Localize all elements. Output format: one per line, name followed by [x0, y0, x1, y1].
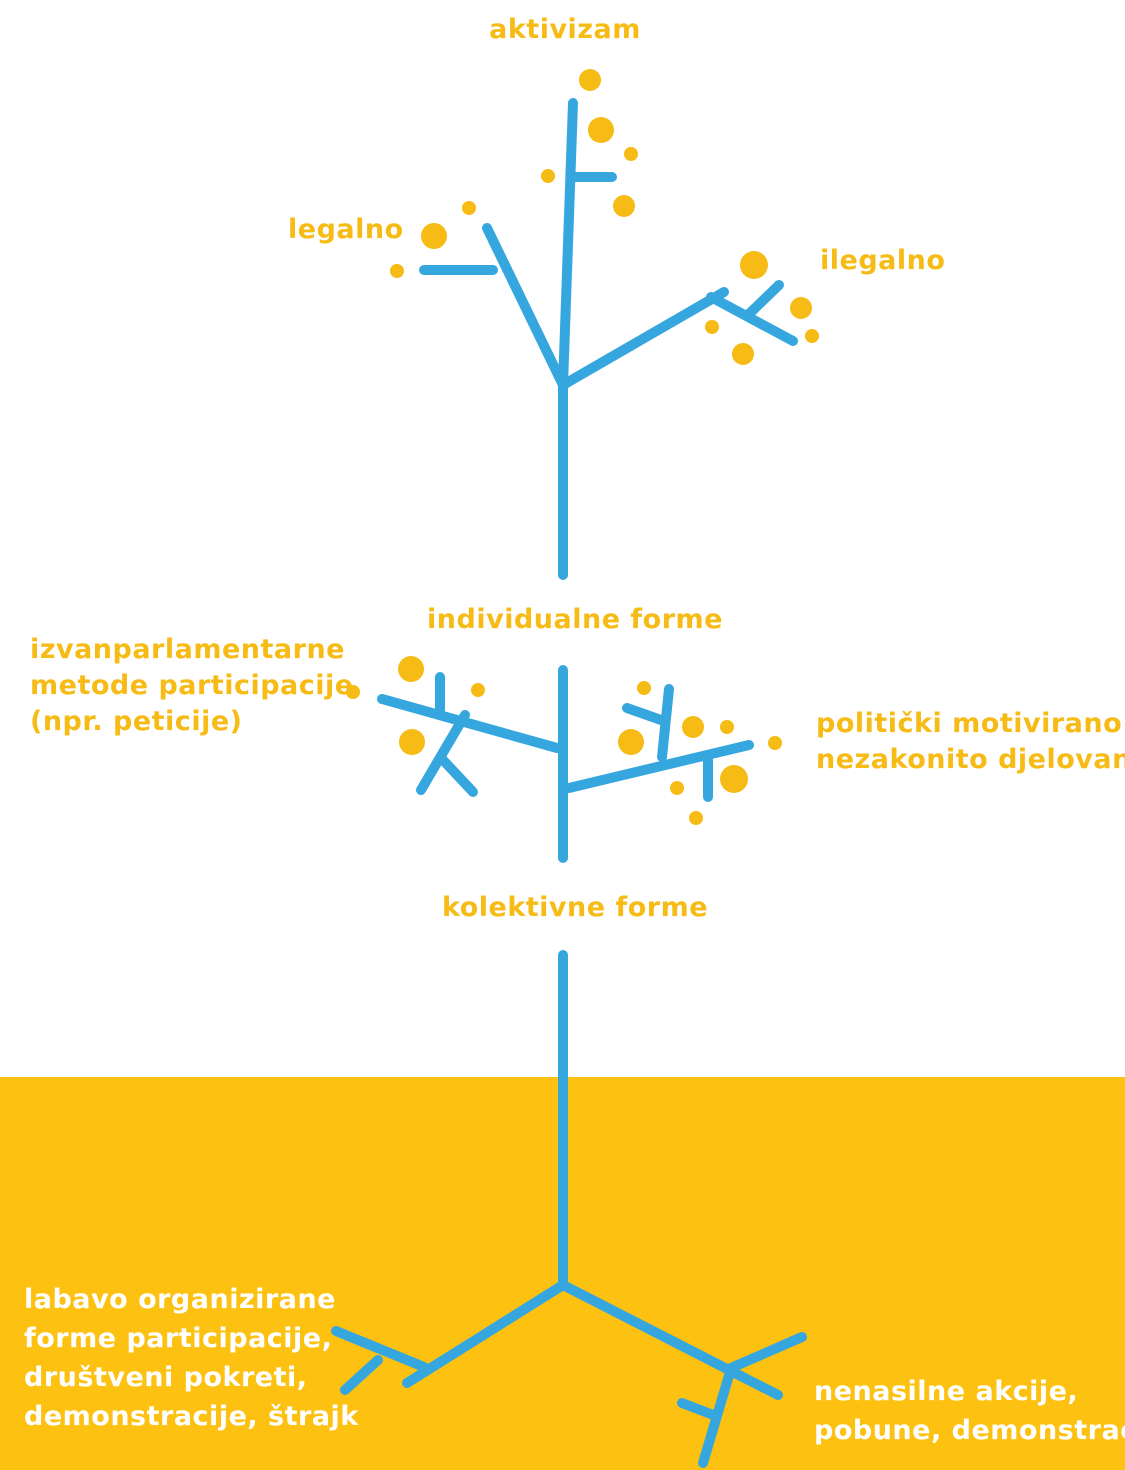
- dot: [720, 765, 748, 793]
- dot: [705, 320, 719, 334]
- label-legalno: legalno: [288, 214, 404, 245]
- branch-middle-right: [564, 740, 754, 793]
- dot: [790, 297, 812, 319]
- dot: [740, 251, 768, 279]
- twig-bottom-right-1: [726, 1332, 807, 1373]
- dot: [390, 264, 404, 278]
- dot: [624, 147, 638, 161]
- twig-middle-left-2: [416, 710, 470, 795]
- dot: [805, 329, 819, 343]
- text-line: forme participacije,: [24, 1323, 333, 1354]
- text-line: demonstracije, štrajk: [24, 1401, 359, 1432]
- label-individualne-forme: individualne forme: [427, 604, 723, 635]
- label-kolektivne-forme: kolektivne forme: [441, 892, 709, 923]
- dot: [346, 685, 360, 699]
- text-line: politički motivirano: [816, 708, 1123, 739]
- text-line: pobune, demonstracije: [814, 1415, 1125, 1446]
- branch-bottom-right: [558, 1280, 783, 1400]
- label-aktivizam: aktivizam: [489, 14, 641, 45]
- label-politicki-motivirano: politički motivirano nezakonito djelovan…: [816, 706, 1125, 778]
- dot: [421, 223, 447, 249]
- dot: [471, 683, 485, 697]
- text-line: metode participacije: [30, 670, 354, 701]
- dot: [682, 716, 704, 738]
- branch-middle-left: [377, 694, 562, 753]
- dot: [541, 169, 555, 183]
- label-nenasilne-akcije: nenasilne akcije, pobune, demonstracije: [814, 1372, 1125, 1450]
- dot: [579, 69, 601, 91]
- label-labavo-organizirane: labavo organizirane forme participacije,…: [24, 1280, 359, 1436]
- branch-right: [558, 287, 729, 390]
- dot: [720, 720, 734, 734]
- dot: [618, 729, 644, 755]
- dot: [670, 781, 684, 795]
- dot: [732, 343, 754, 365]
- text-line: nenasilne akcije,: [814, 1376, 1079, 1407]
- dots: [346, 69, 819, 825]
- text-line: izvanparlamentarne: [30, 634, 345, 665]
- text-line: (npr. peticije): [30, 706, 243, 737]
- dot: [613, 195, 635, 217]
- twig-middle-right-2: [622, 703, 666, 725]
- dot: [398, 656, 424, 682]
- branch-bottom-left: [402, 1280, 568, 1388]
- twig-middle-left-3: [438, 755, 478, 797]
- dot: [768, 736, 782, 750]
- dot: [637, 681, 651, 695]
- twig-bottom-left-1: [331, 1326, 429, 1372]
- branch-left: [482, 223, 568, 390]
- text-line: društveni pokreti,: [24, 1362, 308, 1393]
- text-line: nezakonito djelovanje: [816, 744, 1125, 775]
- dot: [588, 117, 614, 143]
- dot: [689, 811, 703, 825]
- text-line: labavo organizirane: [24, 1284, 336, 1315]
- twig-right-2: [744, 280, 784, 319]
- label-ilegalno: ilegalno: [820, 245, 946, 276]
- dot: [399, 729, 425, 755]
- branch-top-vertical: [558, 98, 578, 390]
- dot: [462, 201, 476, 215]
- twig-bottom-left-2: [340, 1355, 383, 1395]
- branches: [331, 98, 807, 1468]
- twig-bottom-right-3: [677, 1398, 721, 1421]
- label-izvanparlamentarne: izvanparlamentarne metode participacije …: [30, 632, 354, 740]
- twig-right-1: [706, 292, 798, 346]
- twig-middle-right-1: [657, 684, 674, 762]
